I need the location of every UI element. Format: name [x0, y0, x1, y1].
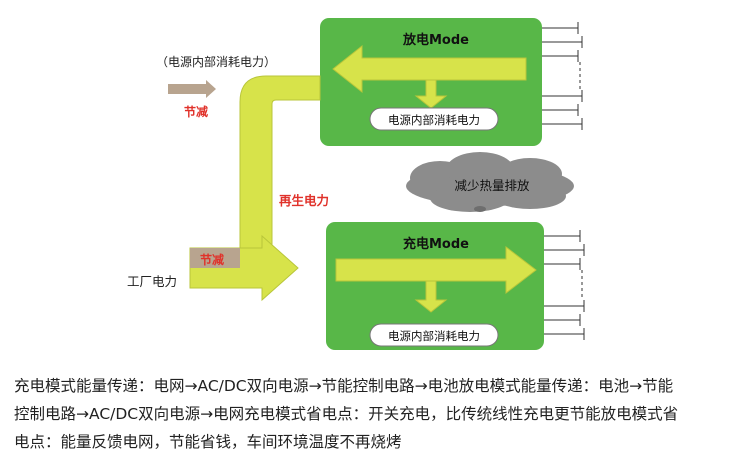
reduction-bottom-label: 节减 — [200, 252, 224, 267]
top-battery-stack — [542, 22, 583, 130]
discharge-loss-arrow — [414, 79, 448, 109]
caption-text: 充电模式能量传递：电网→AC/DC双向电源→节能控制电路→电池放电模式能量传递：… — [14, 372, 742, 456]
reduction-top-label: 节减 — [184, 104, 208, 119]
bottom-battery-stack — [544, 230, 585, 340]
factory-power-label: 工厂电力 — [127, 274, 177, 289]
discharge-mode-panel: 放电Mode 电源内部消耗电力 — [320, 18, 542, 146]
discharge-mode-title: 放电Mode — [402, 32, 469, 48]
bottom-reduction-block — [190, 248, 240, 268]
charge-internal-loss-label: 电源内部消耗电力 — [388, 329, 480, 343]
top-reduction-arrow — [168, 80, 216, 98]
caption-line: 充电模式能量传递：电网→AC/DC双向电源→节能控制电路→电池放电模式能量传递：… — [14, 377, 674, 395]
charge-mode-title: 充电Mode — [403, 236, 469, 252]
reduce-heat-label: 减少热量排放 — [454, 178, 530, 193]
caption-line: 控制电路→AC/DC双向电源→电网充电模式省电点：开关充电，比传统线性充电更节能… — [14, 405, 679, 423]
caption-line: 电点：能量反馈电网，节能省钱，车间环境温度不再烧烤 — [14, 433, 402, 451]
charge-flow-arrow — [335, 245, 537, 295]
regenerated-power-label: 再生电力 — [279, 193, 329, 208]
discharge-flow-arrow — [332, 44, 527, 94]
charge-loss-arrow — [414, 280, 448, 313]
charge-mode-panel: 充电Mode 电源内部消耗电力 — [326, 222, 544, 350]
reduce-heat-cloud: 减少热量排放 — [406, 152, 574, 212]
internal-loss-top-label: （电源内部消耗电力） — [156, 54, 276, 69]
energy-flow-diagram: 放电Mode 电源内部消耗电力 充电Mode 电源内部消耗电力 — [127, 18, 585, 350]
discharge-internal-loss-label: 电源内部消耗电力 — [388, 113, 480, 127]
